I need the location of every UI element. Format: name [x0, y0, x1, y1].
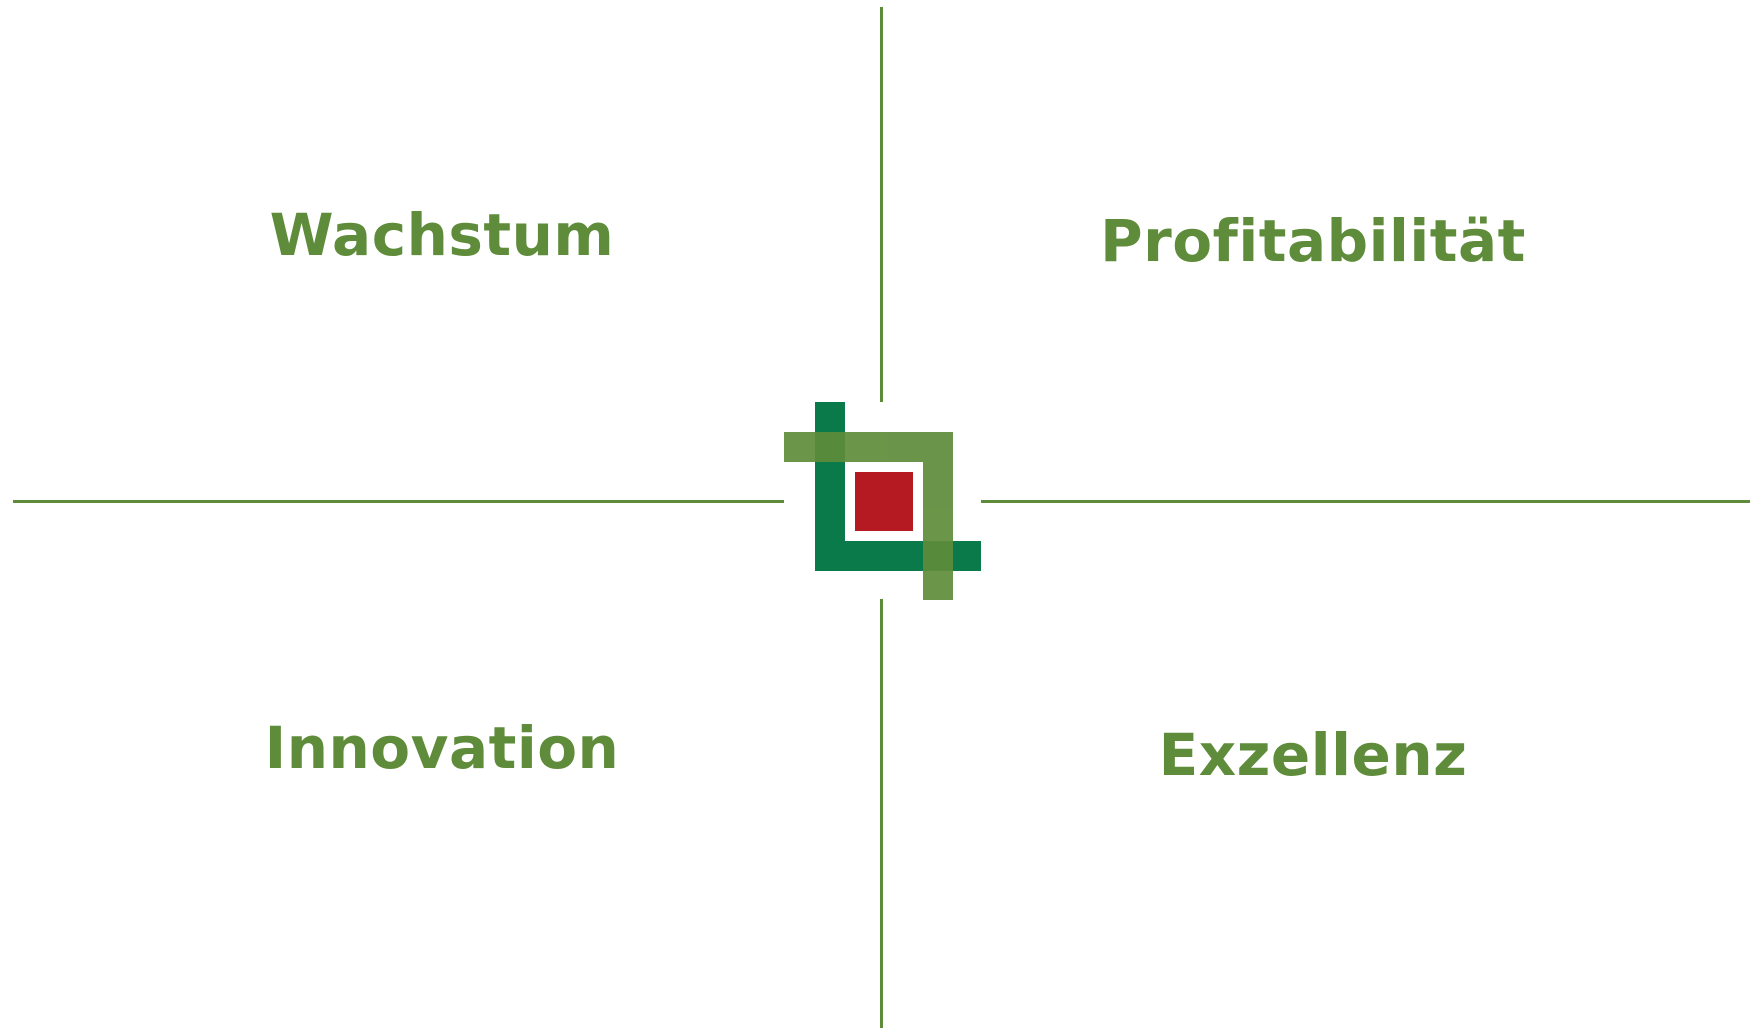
horizontal-axis-right [981, 500, 1750, 503]
horizontal-axis-left [13, 500, 784, 503]
logo-light-green-frame [784, 432, 953, 600]
quadrant-label-exzellenz: Exzellenz [1158, 721, 1468, 789]
logo-dark-green-frame [815, 402, 981, 571]
quadrant-label-innovation: Innovation [264, 714, 620, 782]
corner-frame-logo-icon [784, 402, 981, 600]
vertical-axis-bottom [880, 599, 883, 1028]
logo-red-square [855, 472, 913, 531]
vertical-axis-top [880, 7, 883, 402]
quadrant-label-wachstum: Wachstum [269, 201, 615, 269]
quadrant-label-profitabilitaet: Profitabilität [1100, 207, 1526, 275]
